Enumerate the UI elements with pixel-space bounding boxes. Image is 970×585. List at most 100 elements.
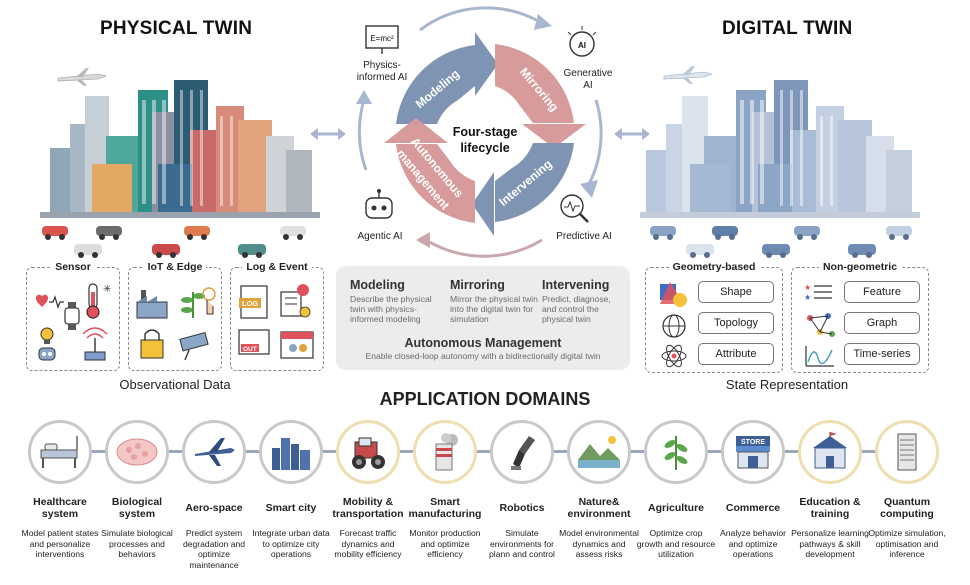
stage-autonomous: Autonomous Management Enable closed-loop… — [336, 336, 630, 361]
graph-pill: Graph — [844, 312, 920, 334]
domain-biological-name: Biological system — [111, 495, 163, 521]
physics-informed-ai-label: Physics- informed AI — [356, 60, 408, 83]
feature-pill: Feature — [844, 281, 920, 303]
domain-education-name: Education & training — [799, 495, 861, 521]
generative-ai-icon: AI — [567, 26, 597, 57]
store-icon: STORE — [736, 436, 770, 469]
domain-manufacturing: Smart manufacturing Monitor production a… — [405, 420, 485, 560]
digital-sync-arrow-icon — [614, 128, 650, 140]
domain-aerospace-name: Aero-space — [185, 501, 243, 514]
domain-aerospace: Aero-space Predict system degradation an… — [174, 420, 254, 570]
state-representation-caption: State Representation — [725, 377, 849, 392]
iot-edge-panel: IoT & Edge — [128, 261, 222, 371]
airplane-icon — [195, 438, 235, 466]
server-rack-icon — [897, 433, 917, 471]
svg-text:✳: ✳ — [103, 284, 111, 295]
out-label: OUT — [243, 346, 257, 353]
domain-robotics: Robotics Simulate environments for plann… — [482, 420, 562, 560]
generative-ai-badge: AI — [578, 41, 586, 50]
stage-autonomous-title: Autonomous Management — [404, 336, 562, 350]
ring-segment-autonomous — [384, 118, 475, 223]
physics-formula-text: E=mc² — [370, 34, 394, 43]
svg-text:★: ★ — [804, 283, 811, 292]
skyline-icon — [272, 438, 310, 470]
physical-sync-arrow-icon — [310, 128, 346, 140]
domain-quantum-desc: Optimize simulation, optimisation and in… — [868, 528, 946, 559]
lifecycle-center-line2: lifecycle — [460, 141, 509, 155]
physics-formula-icon: E=mc² — [365, 25, 399, 54]
time-series-pill: Time-series — [844, 343, 920, 365]
domain-smart-city: Smart city Integrate urban data to optim… — [251, 420, 331, 560]
agentic-ai-label: Agentic AI — [357, 231, 403, 242]
domain-mobility: Mobility & transportation Forecast traff… — [328, 420, 408, 560]
car-icon — [650, 226, 912, 258]
domain-agriculture-desc: Optimize crop growth and resource utiliz… — [636, 528, 716, 559]
stage-modeling: Modeling Describe the physical twin with… — [350, 278, 442, 324]
domain-mobility-name: Mobility & transportation — [332, 495, 404, 521]
documents-icon — [280, 284, 311, 318]
stage-mirroring-title: Mirroring — [450, 278, 505, 292]
graph-network-icon — [807, 313, 835, 337]
plant-icon — [181, 292, 205, 318]
domains-connector-line — [60, 450, 910, 453]
stage-modeling-desc: Describe the physical twin with physics-… — [350, 294, 432, 324]
domain-nature-desc: Model environmental dynamics and assess … — [559, 528, 639, 559]
domain-quantum-name: Quantum computing — [880, 495, 934, 521]
domain-mobility-desc: Forecast traffic dynamics and mobility e… — [334, 528, 402, 559]
digital-city-illustration — [640, 66, 920, 258]
geometry-based-title: Geometry-based — [668, 261, 760, 273]
stage-intervening: Intervening Predict, diagnose, and contr… — [542, 278, 624, 324]
log-file-icon: LOG — [239, 285, 268, 319]
stage-intervening-title: Intervening — [542, 278, 610, 292]
domain-education: Education & training Personalize learnin… — [790, 420, 870, 560]
domain-healthcare-desc: Model patient states and personalize int… — [21, 528, 99, 559]
shape-pill: Shape — [698, 281, 774, 303]
calendar-event-icon — [280, 331, 314, 359]
robot-sensor-icon — [38, 347, 56, 361]
domain-commerce-name: Commerce — [725, 501, 781, 514]
ring-segment-mirroring — [495, 44, 586, 148]
geometry-based-panel: Geometry-based Shape Topology Attribute — [645, 261, 783, 373]
heart-rate-icon — [35, 294, 64, 309]
lock-icon — [140, 329, 164, 359]
school-icon — [813, 432, 847, 469]
smokestack-icon — [435, 433, 458, 471]
logout-screen-icon: OUT — [238, 329, 270, 355]
domain-quantum: Quantum computing Optimize simulation, o… — [867, 420, 947, 560]
factory-icon — [136, 290, 168, 319]
domain-manufacturing-name: Smart manufacturing — [408, 495, 482, 521]
smartwatch-icon — [64, 302, 80, 330]
ring-segment-intervening — [472, 143, 574, 236]
agentic-ai-robot-icon — [365, 189, 393, 219]
predictive-ai-magnifier-icon — [560, 194, 589, 223]
domain-smart-city-name: Smart city — [265, 501, 317, 514]
crop-plant-icon — [664, 436, 688, 470]
cell-culture-icon — [116, 438, 158, 466]
hospital-bed-icon — [40, 436, 78, 468]
domain-commerce: STORE Commerce Analyze behavior and opti… — [713, 420, 793, 560]
domain-commerce-desc: Analyze behavior and optimize operations — [720, 528, 786, 559]
camera-icon — [179, 331, 209, 361]
domain-smart-city-desc: Integrate urban data to optimize city op… — [252, 528, 330, 559]
atom-icon — [661, 344, 687, 368]
time-series-chart-icon — [805, 346, 834, 367]
log-event-panel: Log & Event LOG OUT — [230, 261, 324, 371]
landscape-icon — [578, 436, 620, 468]
predictive-ai-label: Predictive AI — [556, 231, 612, 242]
sensor-panel-title: Sensor — [51, 261, 95, 273]
car-icon — [42, 226, 306, 258]
tractor-icon — [352, 437, 385, 469]
airplane-icon — [663, 66, 714, 84]
stage-description-box: Modeling Describe the physical twin with… — [336, 266, 630, 370]
domain-nature: Nature& environment Model environmental … — [559, 420, 639, 560]
domain-healthcare-name: Healthcare system — [33, 495, 87, 521]
generative-ai-label: Generative AI — [563, 68, 613, 91]
store-sign-text: STORE — [741, 439, 765, 446]
domain-biological-desc: Simulate biological processes and behavi… — [101, 528, 173, 559]
domain-robotics-desc: Simulate environments for plann and cont… — [489, 528, 555, 559]
feature-list-icon: ★★ — [804, 283, 832, 302]
svg-text:★: ★ — [804, 293, 811, 302]
log-label: LOG — [242, 299, 258, 308]
domain-aerospace-desc: Predict system degradation and optimize … — [182, 528, 246, 570]
antenna-icon — [82, 327, 108, 361]
